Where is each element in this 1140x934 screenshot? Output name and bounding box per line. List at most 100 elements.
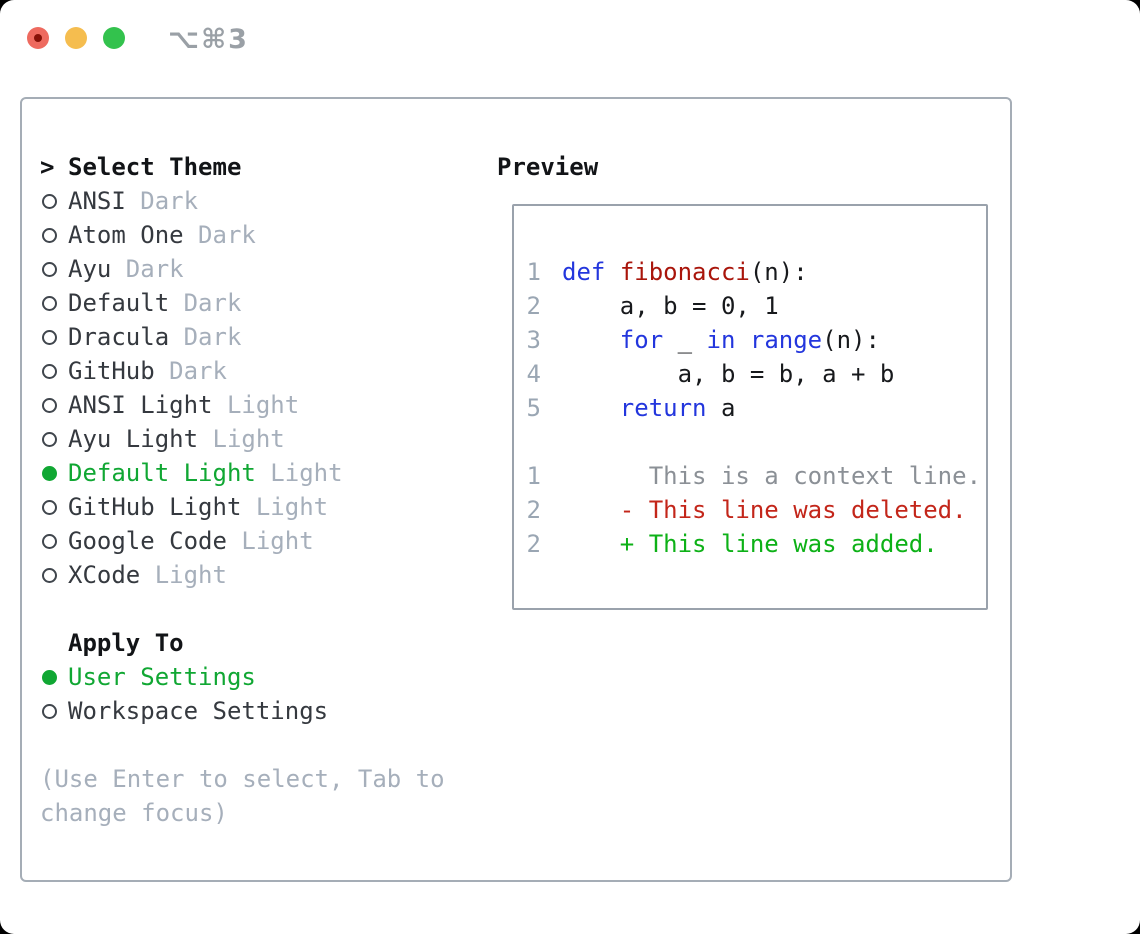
radio-selected-icon (42, 465, 57, 481)
theme-option[interactable]: Google Code Light (40, 524, 490, 558)
diff-line-deleted: 2 - This line was deleted. (526, 493, 986, 527)
radio-icon (42, 329, 57, 345)
radio-selected-icon (42, 669, 57, 685)
code-text: a, b = 0, 1 (562, 292, 779, 320)
token-plain: _ (663, 326, 707, 354)
theme-name: Google Code (68, 527, 227, 555)
code-line: 4 a, b = b, a + b (526, 357, 986, 391)
line-number: 5 (526, 394, 541, 422)
theme-name: Default Light (68, 459, 256, 487)
theme-option[interactable]: Default Dark (40, 286, 490, 320)
theme-option[interactable]: ANSI Dark (40, 184, 490, 218)
theme-option[interactable]: Ayu Dark (40, 252, 490, 286)
theme-option[interactable]: XCode Light (40, 558, 490, 592)
theme-name: Ayu (68, 255, 112, 283)
radio-icon (42, 397, 57, 413)
radio-gutter (40, 329, 68, 345)
apply-to-option[interactable]: User Settings (40, 660, 490, 694)
window-shortcut-label: ⌥⌘3 (168, 24, 249, 55)
token-plain: (n): (749, 258, 808, 286)
theme-name: ANSI Light (68, 391, 213, 419)
apply-to-option[interactable]: Workspace Settings (40, 694, 490, 728)
radio-gutter (40, 703, 68, 719)
theme-variant: Dark (183, 221, 256, 249)
radio-gutter (40, 465, 68, 481)
radio-gutter (40, 261, 68, 277)
radio-gutter (40, 533, 68, 549)
radio-gutter (40, 295, 68, 311)
token-keyword: in (706, 326, 736, 354)
radio-icon (42, 533, 57, 549)
theme-option[interactable]: GitHub Light Light (40, 490, 490, 524)
token-function: fibonacci (619, 258, 750, 286)
radio-gutter (40, 193, 68, 209)
theme-name: Atom One (68, 221, 184, 249)
zoom-button[interactable] (103, 27, 125, 49)
blank-line (526, 425, 986, 459)
radio-icon (42, 499, 57, 515)
theme-variant: Light (212, 391, 300, 419)
code-line: 5 return a (526, 391, 986, 425)
line-number: 4 (526, 360, 541, 388)
token-plain: a (706, 394, 736, 422)
close-button[interactable] (27, 27, 49, 49)
theme-option[interactable]: GitHub Dark (40, 354, 490, 388)
diff-preview: 1 This is a context line.2 - This line w… (526, 459, 986, 561)
token-plain: (n): (822, 326, 880, 354)
theme-variant: Dark (169, 289, 242, 317)
line-number: 3 (526, 326, 541, 354)
theme-name: GitHub Light (68, 493, 242, 521)
token-plain (562, 326, 620, 354)
theme-option[interactable]: Dracula Dark (40, 320, 490, 354)
radio-gutter (40, 397, 68, 413)
theme-name: GitHub (68, 357, 155, 385)
token-plain (562, 394, 620, 422)
line-number: 2 (526, 496, 541, 524)
diff-text: This is a context line. (562, 462, 982, 490)
radio-icon (42, 193, 57, 209)
apply-to-title: Apply To (68, 629, 184, 657)
theme-name: ANSI (68, 187, 126, 215)
traffic-lights (27, 27, 125, 49)
diff-line-added: 2 + This line was added. (526, 527, 986, 561)
theme-option[interactable]: Ayu Light Light (40, 422, 490, 456)
theme-variant: Light (140, 561, 227, 589)
theme-variant: Light (226, 527, 314, 555)
select-theme-header: > Select Theme (40, 150, 490, 184)
radio-icon (42, 431, 57, 447)
code-text: return a (562, 394, 736, 422)
diff-text: + This line was added. (562, 530, 938, 558)
token-plain: a, b = b, a + b (562, 360, 895, 388)
radio-gutter (40, 567, 68, 583)
theme-name: Ayu Light (68, 425, 199, 453)
theme-option[interactable]: ANSI Light Light (40, 388, 490, 422)
radio-gutter (40, 431, 68, 447)
radio-icon (42, 567, 57, 583)
radio-gutter (40, 499, 68, 515)
spacer (40, 728, 490, 762)
theme-variant: Dark (154, 357, 227, 385)
theme-variant: Dark (169, 323, 242, 351)
theme-variant: Dark (125, 187, 199, 215)
radio-icon (42, 227, 57, 243)
theme-name: Default (68, 289, 170, 317)
theme-option[interactable]: Default Light Light (40, 456, 490, 490)
apply-to-label: Workspace Settings (68, 697, 329, 725)
theme-option[interactable]: Atom One Dark (40, 218, 490, 252)
token-keyword: def (562, 258, 606, 286)
select-theme-title: Select Theme (68, 153, 242, 181)
theme-name: XCode (68, 561, 141, 589)
diff-line-context: 1 This is a context line. (526, 459, 986, 493)
code-line: 2 a, b = 0, 1 (526, 289, 986, 323)
line-number: 1 (526, 462, 541, 490)
focus-pointer-icon: > (40, 153, 55, 181)
theme-variant: Dark (111, 255, 184, 283)
minimize-button[interactable] (65, 27, 87, 49)
keyboard-hint-text: (Use Enter to select, Tab to change focu… (40, 765, 445, 827)
